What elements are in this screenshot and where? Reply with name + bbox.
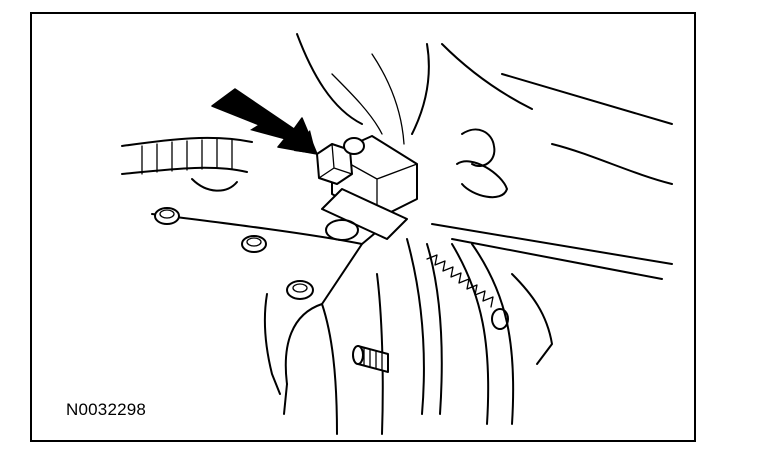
flywheel-ring-gear <box>406 238 553 425</box>
bolt-head-1 <box>154 207 180 225</box>
engine-block-outline <box>296 33 673 280</box>
alignment-stud <box>352 345 389 373</box>
sensor-bracket <box>321 135 418 241</box>
flywheel-housing <box>151 213 393 435</box>
callout-arrow-icon <box>211 88 318 155</box>
figure-id-label: N0032298 <box>66 400 147 419</box>
bolt-head-3 <box>286 280 314 300</box>
crankshaft-sensor-bolt <box>316 137 365 185</box>
figure-frame: N0032298 <box>30 12 696 442</box>
housing-bolts <box>154 207 314 300</box>
wiring-harness <box>121 136 253 192</box>
bolt-head-2 <box>241 235 267 253</box>
technical-illustration <box>121 33 673 435</box>
